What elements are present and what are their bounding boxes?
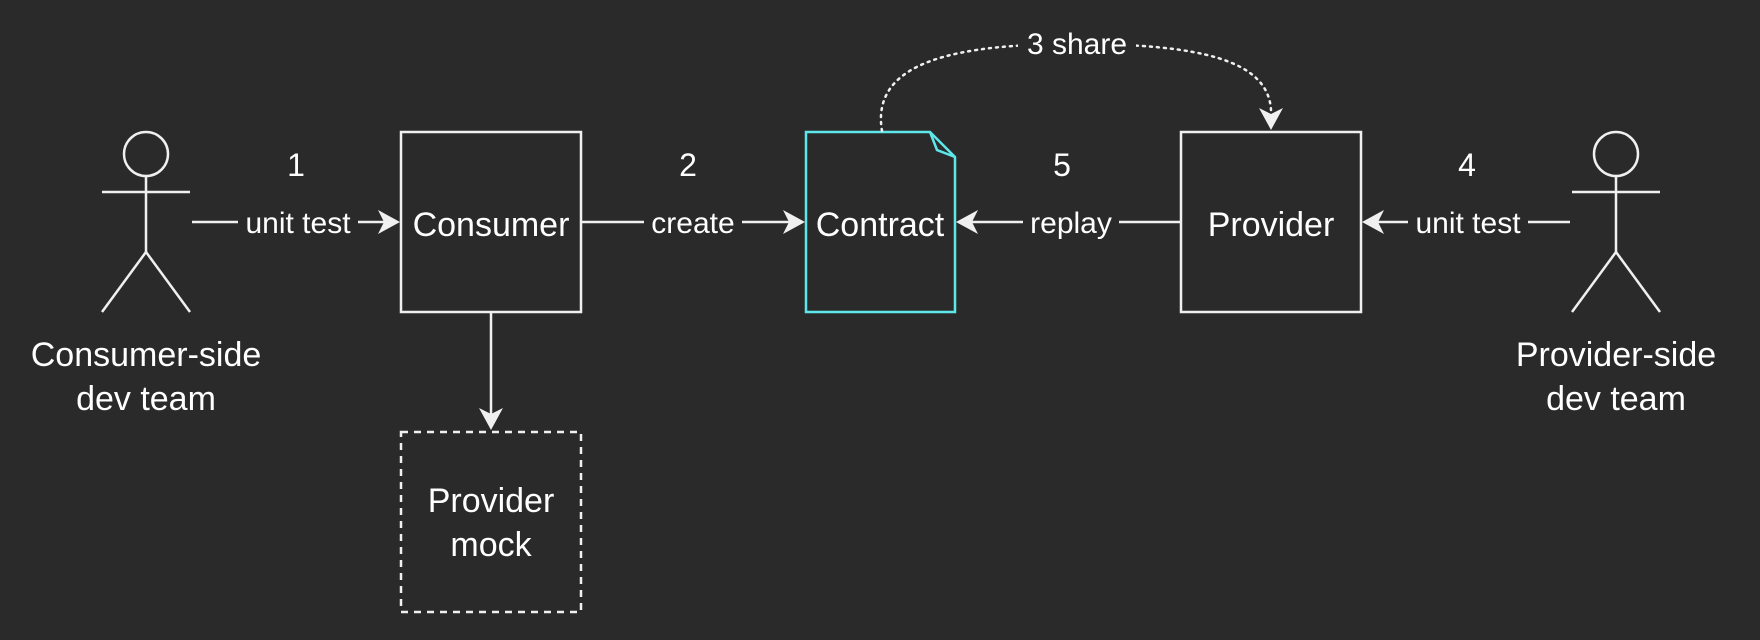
edge-replay-label: replay (1030, 207, 1112, 240)
provider-mock-label: Provider (428, 482, 555, 520)
step-4-label: 4 (1458, 147, 1476, 183)
consumer-team-label-line2: dev team (76, 380, 216, 418)
step-2-label: 2 (679, 147, 697, 183)
contract-node[interactable] (804, 130, 957, 314)
edge-create-label: create (651, 207, 734, 240)
provider-team-actor-icon[interactable] (1570, 130, 1662, 313)
edge-share-label: 3 share (1027, 28, 1127, 61)
step-5-label: 5 (1053, 147, 1071, 183)
provider-team-label-line2: dev team (1546, 380, 1686, 418)
provider-mock-label-line2: mock (450, 526, 532, 564)
provider-team-label: Provider-side (1516, 336, 1716, 374)
edge-consumer-unit-test-label: unit test (245, 207, 351, 240)
contract-node-label: Contract (816, 206, 945, 244)
consumer-node-label: Consumer (413, 206, 570, 244)
provider-node-label: Provider (1208, 206, 1335, 244)
edge-consumer-to-mock[interactable] (479, 312, 503, 430)
consumer-team-label: Consumer-side (31, 336, 262, 374)
edge-provider-unit-test-label: unit test (1415, 207, 1521, 240)
step-1-label: 1 (287, 147, 305, 183)
provider-mock-node[interactable] (399, 430, 583, 614)
consumer-team-actor-icon[interactable] (100, 130, 192, 313)
